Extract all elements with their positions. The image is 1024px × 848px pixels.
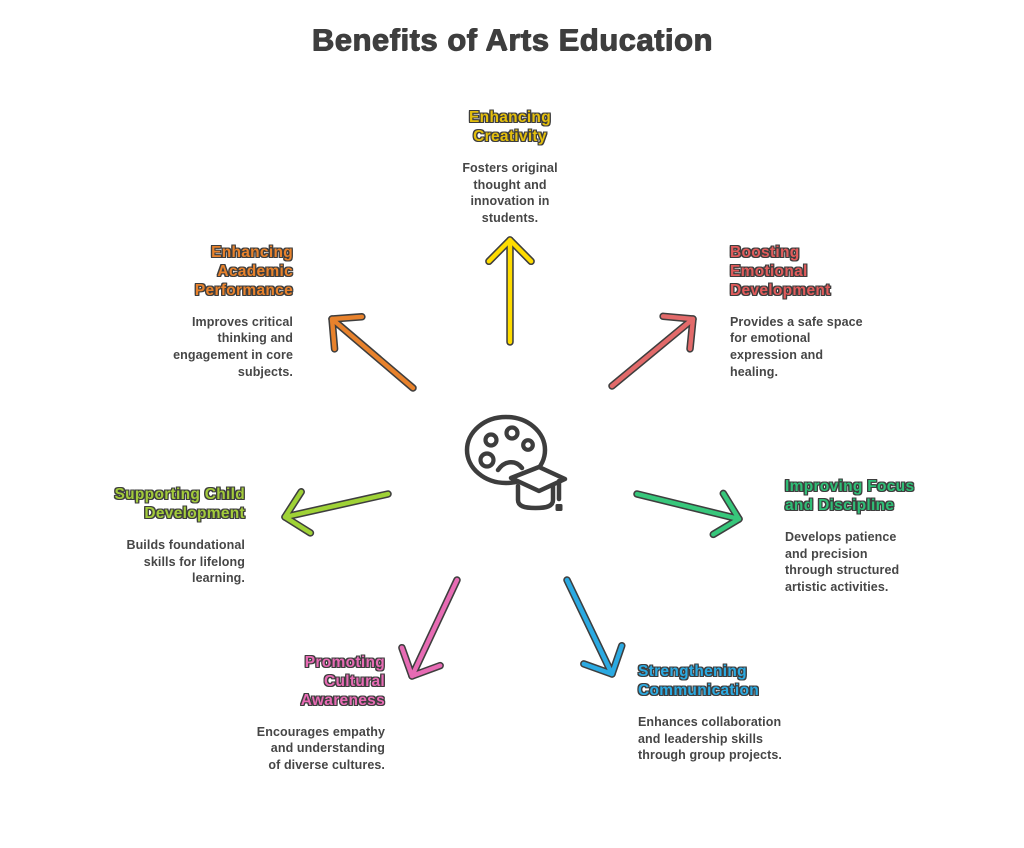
diagram-title: Benefits of Arts Education xyxy=(311,22,713,57)
node-boosting-emotional-development: Boosting Emotional Development Provides … xyxy=(730,244,945,381)
node-body: Provides a safe space for emotional expr… xyxy=(730,314,863,379)
arrow-boosting-emotional-development xyxy=(608,312,697,390)
node-heading: Improving Focus and Discipline xyxy=(785,478,915,514)
node-heading: Promoting Cultural Awareness xyxy=(300,654,385,709)
node-promoting-cultural-awareness: Promoting Cultural Awareness Encourages … xyxy=(185,654,385,774)
paint-dot xyxy=(521,438,535,452)
arrow-promoting-cultural-awareness xyxy=(398,576,461,680)
node-body: Encourages empathy and understanding of … xyxy=(256,724,385,773)
node-enhancing-academic-performance: Enhancing Academic Performance Improves … xyxy=(93,244,293,381)
node-body: Fosters original thought and innovation … xyxy=(462,160,558,226)
arrow-supporting-child-development xyxy=(281,488,392,537)
node-heading: Strengthening Communication xyxy=(638,663,760,699)
node-body: Develops patience and precision through … xyxy=(785,529,900,595)
arrow-improving-focus-and-discipline xyxy=(633,489,743,539)
node-heading: Enhancing Creativity xyxy=(469,109,551,145)
cap-tassel-end xyxy=(555,504,563,511)
arrow-enhancing-creativity xyxy=(485,236,535,346)
palette-thumb-wave xyxy=(495,460,525,473)
graduation-cap xyxy=(508,464,568,494)
palette-outline xyxy=(464,414,548,486)
arrow-strengthening-communication xyxy=(563,576,626,678)
paint-dot xyxy=(478,451,496,469)
paint-dot xyxy=(483,432,499,448)
node-body: Improves critical thinking and engagemen… xyxy=(173,314,293,379)
node-body: Builds foundational skills for lifelong … xyxy=(126,537,245,586)
node-heading: Supporting Child Development xyxy=(114,486,245,522)
palette-graduation-icon xyxy=(440,398,585,533)
node-enhancing-creativity: Enhancing Creativity Fosters original th… xyxy=(410,109,610,227)
node-strengthening-communication: Strengthening Communication Enhances col… xyxy=(638,663,858,764)
node-heading: Boosting Emotional Development xyxy=(730,244,831,299)
paint-dot xyxy=(504,425,520,441)
node-heading: Enhancing Academic Performance xyxy=(194,244,293,299)
node-improving-focus-and-discipline: Improving Focus and Discipline Develops … xyxy=(785,478,1000,596)
node-body: Enhances collaboration and leadership sk… xyxy=(638,714,782,763)
node-supporting-child-development: Supporting Child Development Builds foun… xyxy=(45,486,245,587)
arrow-enhancing-academic-performance xyxy=(328,313,417,392)
